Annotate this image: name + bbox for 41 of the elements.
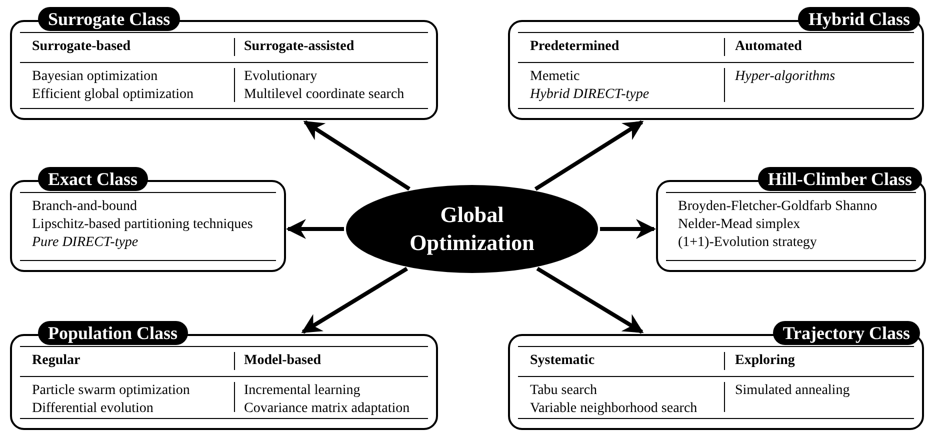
method-name: Evolutionary xyxy=(244,68,318,86)
method-name: Bayesian optimization xyxy=(32,68,158,86)
category-title: Hill-Climber Class xyxy=(758,167,922,191)
column-heading: Model-based xyxy=(244,352,321,370)
method-name: Multilevel coordinate search xyxy=(244,86,404,104)
method-name: Differential evolution xyxy=(32,400,154,418)
arrow xyxy=(303,120,410,191)
category-title: Exact Class xyxy=(38,167,148,191)
column-heading: Exploring xyxy=(735,352,795,370)
column-heading: Surrogate-based xyxy=(32,38,131,56)
column-heading: Surrogate-assisted xyxy=(244,38,354,56)
method-name: (1+1)-Evolution strategy xyxy=(678,234,817,252)
column-heading: Regular xyxy=(32,352,80,370)
method-name: Hybrid DIRECT-type xyxy=(530,86,650,104)
method-name: Efficient global optimization xyxy=(32,86,194,104)
method-name: Particle swarm optimization xyxy=(32,382,190,400)
category-title: Surrogate Class xyxy=(38,7,180,31)
method-name: Covariance matrix adaptation xyxy=(244,400,410,418)
arrow xyxy=(536,266,644,334)
method-name: Incremental learning xyxy=(244,382,360,400)
method-name: Tabu search xyxy=(530,382,598,400)
category-title: Trajectory Class xyxy=(772,321,920,345)
arrow xyxy=(534,120,644,191)
method-name: Simulated annealing xyxy=(735,382,850,400)
method-name: Hyper-algorithms xyxy=(735,68,836,86)
method-name: Lipschitz-based partitioning techniques xyxy=(32,216,253,234)
category-title: Population Class xyxy=(38,321,188,345)
method-name: Memetic xyxy=(530,68,580,86)
column-heading: Predetermined xyxy=(530,38,620,56)
method-name: Broyden-Fletcher-Goldfarb Shanno xyxy=(678,198,878,216)
method-name: Pure DIRECT-type xyxy=(32,234,138,252)
arrow xyxy=(600,219,656,239)
column-heading: Automated xyxy=(735,38,802,56)
column-heading: Systematic xyxy=(530,352,595,370)
method-name: Nelder-Mead simplex xyxy=(678,216,800,234)
method-name: Branch-and-bound xyxy=(32,198,137,216)
method-name: Variable neighborhood search xyxy=(530,400,698,418)
arrow xyxy=(286,219,344,239)
category-title: Hybrid Class xyxy=(798,7,920,31)
central-topic: Global Optimization xyxy=(408,201,536,257)
arrow xyxy=(301,266,408,334)
